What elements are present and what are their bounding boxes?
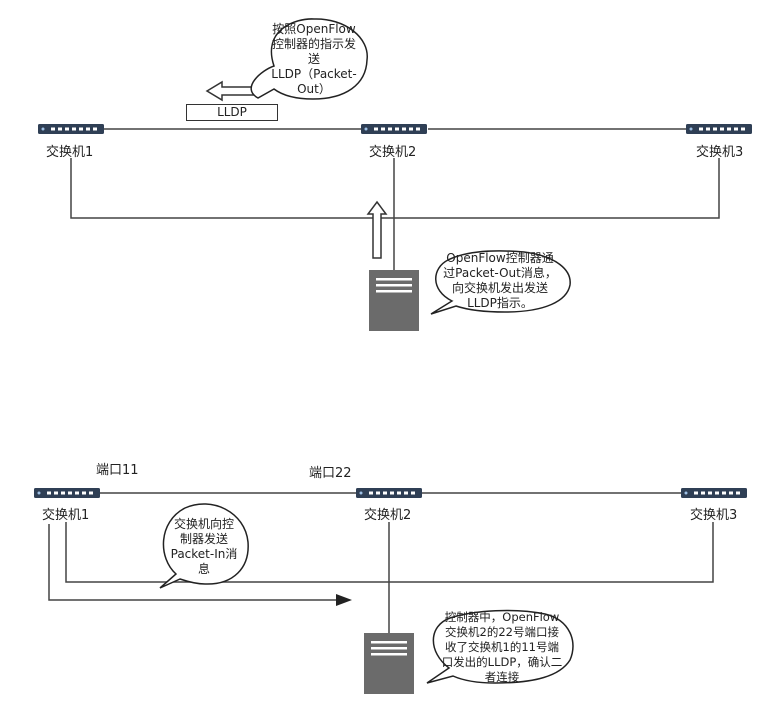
bubble-packet-in-line: 息 [197,562,210,576]
bubble-packet-in-line: Packet-In消 [170,547,238,561]
port-22-label: 端口22 [309,466,352,481]
speech-bubble-confirm-link [426,609,574,684]
bubble-send-lldp-text: 按照OpenFlow 控制器的指示发 送 LLDP（Packet- Out） [268,22,360,97]
bubble-confirm-line: 收了交换机1的11号端 [445,640,559,654]
bubble-controller-line: LLDP指示。 [467,296,533,310]
switch-1-bottom-label: 交换机1 [42,508,90,523]
switch-1-top-icon [38,124,104,134]
switch-2-bottom-label: 交换机2 [364,508,412,523]
bottom-links [48,492,714,633]
bubble-confirm-line: 口发出的LLDP，确认二 [441,655,563,669]
packet-out-up-arrow-icon [366,200,388,259]
switch-2-top-label: 交换机2 [369,145,417,160]
bubble-packet-in-line: 制器发送 [179,532,228,546]
bubble-confirm-line: 交换机2的22号端口接 [445,625,559,639]
bubble-packet-in-text: 交换机向控 制器发送 Packet-In消 息 [166,517,242,577]
bubble-packet-in-line: 交换机向控 [173,517,234,531]
lldp-send-arrow-icon [205,80,259,102]
bubble-controller-line: 过Packet-Out消息， [443,266,557,280]
controller-bottom-server-icon [364,633,414,694]
bubble-send-line: 按照OpenFlow [272,22,356,36]
controller-top-server-icon [369,270,419,331]
switch-2-top-icon [361,124,427,134]
bubble-send-line: LLDP（Packet- [271,67,357,81]
bubble-send-line: 控制器的指示发 [271,37,356,51]
switch-2-bottom-icon [356,488,422,498]
switch-3-top-label: 交换机3 [696,145,744,160]
bubble-send-line: 送 [307,52,320,66]
speech-bubble-controller-top [430,250,571,315]
switch-3-bottom-label: 交换机3 [690,508,738,523]
switch-1-top-label: 交换机1 [46,145,94,160]
switch-3-bottom-icon [681,488,747,498]
bubble-controller-top-text: OpenFlow控制器通 过Packet-Out消息， 向交换机发出发送 LLD… [438,251,562,311]
bubble-confirm-text: 控制器中，OpenFlow 交换机2的22号端口接 收了交换机1的11号端 口发… [432,610,572,685]
top-links [70,128,720,270]
control-bus-top [70,158,720,219]
lldp-packet-box: LLDP [186,104,278,121]
switch-1-bottom-icon [34,488,100,498]
port-11-label: 端口11 [96,463,139,478]
speech-bubble-packet-in [159,503,249,589]
speech-bubble-send-lldp [250,18,368,100]
bubble-controller-line: OpenFlow控制器通 [446,251,554,265]
bubble-confirm-line: 者连接 [484,670,520,684]
switch-3-top-icon [686,124,752,134]
packet-in-arrowhead-icon [336,594,352,606]
bubble-send-line: Out） [297,82,331,96]
packet-in-path [48,524,340,601]
bubble-confirm-line: 控制器中，OpenFlow [444,610,560,624]
bubble-controller-line: 向交换机发出发送 [451,281,548,295]
